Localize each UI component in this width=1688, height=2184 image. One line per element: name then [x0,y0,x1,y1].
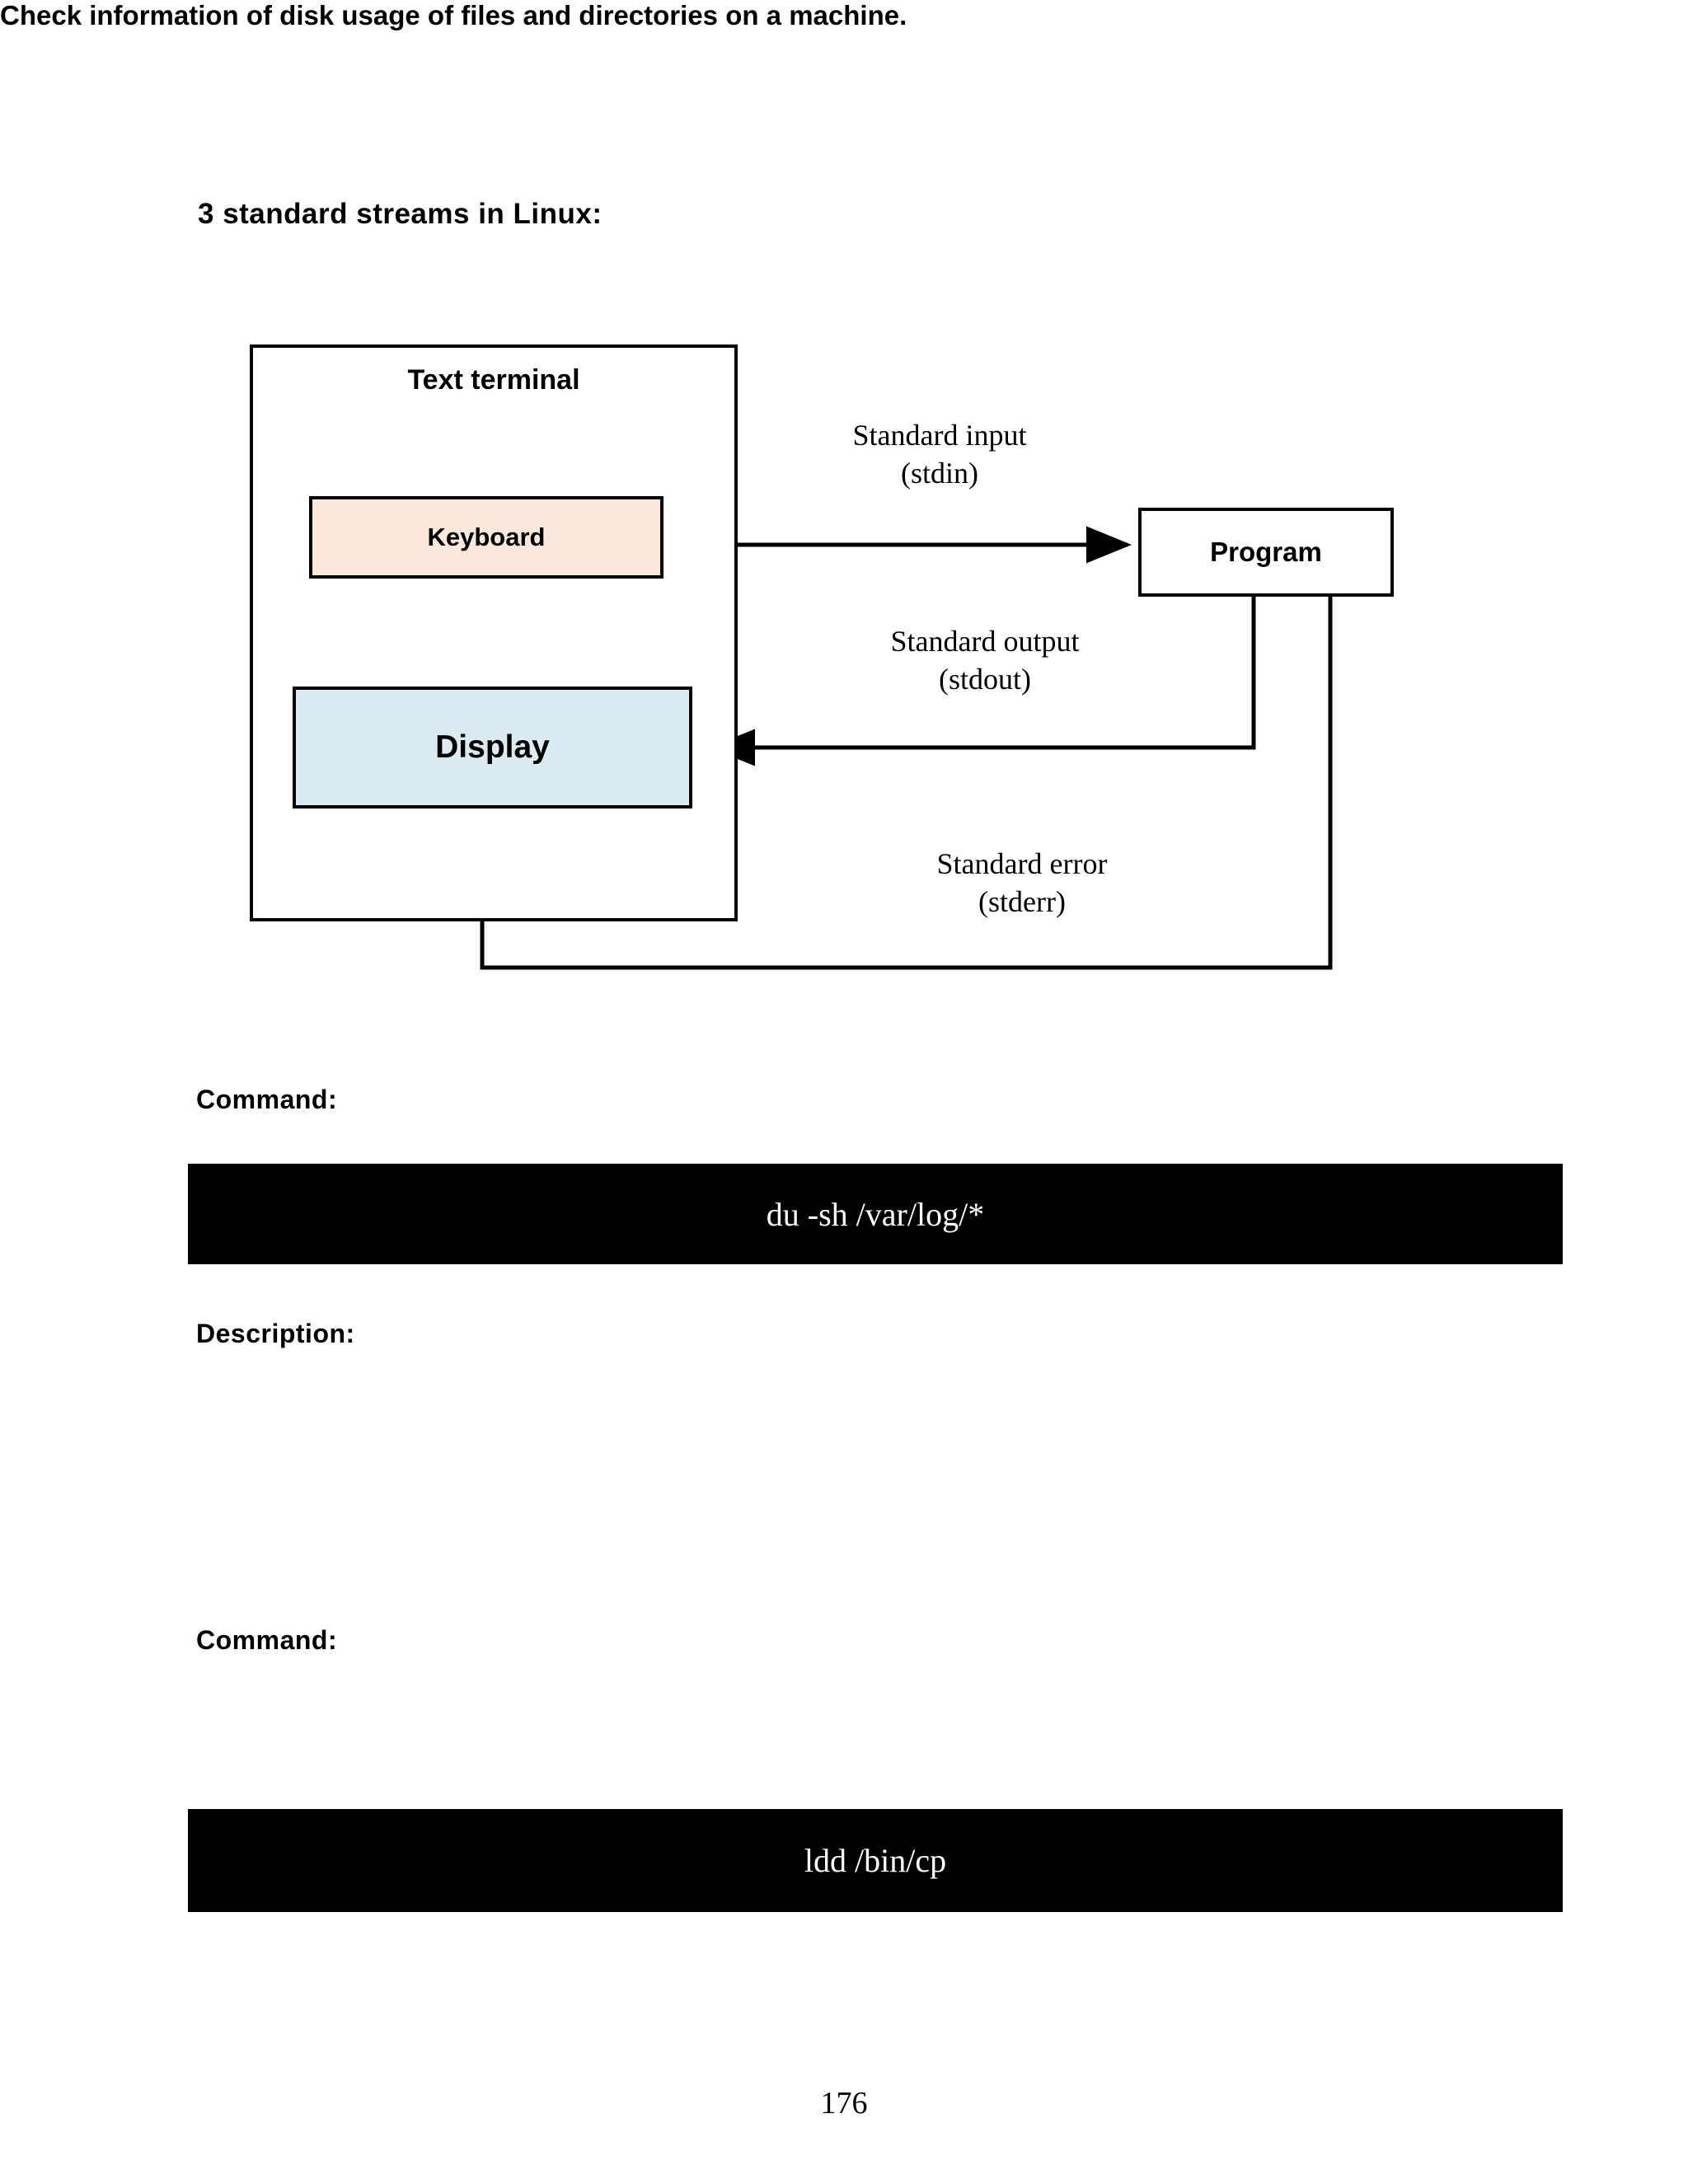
command-label-1: Command: [196,1085,338,1114]
page-title: 3 standard streams in Linux: [198,198,603,230]
keyboard-box: Keyboard [309,496,663,579]
stderr-caption: Standard error (stderr) [936,847,1108,919]
command-block-1: du -sh /var/log/* [188,1164,1563,1264]
command-text-1: du -sh /var/log/* [766,1195,985,1233]
description-label: Description: [196,1319,355,1348]
page-number: 176 [820,2086,868,2121]
stdout-caption: Standard output (stdout) [890,625,1080,696]
text-terminal-box [250,344,738,921]
display-label: Display [435,729,550,765]
stdin-caption: Standard input (stdin) [852,419,1027,490]
program-box: Program [1138,508,1394,597]
text-terminal-label: Text terminal [407,364,580,396]
description-text-1: Check information of disk usage of files… [0,0,907,30]
command-text-2: ldd /bin/cp [804,1842,947,1879]
keyboard-label: Keyboard [427,523,546,551]
command-block-2: ldd /bin/cp [188,1809,1563,1912]
command-label-2: Command: [196,1625,338,1655]
display-box: Display [293,687,692,808]
program-label: Program [1210,537,1322,567]
